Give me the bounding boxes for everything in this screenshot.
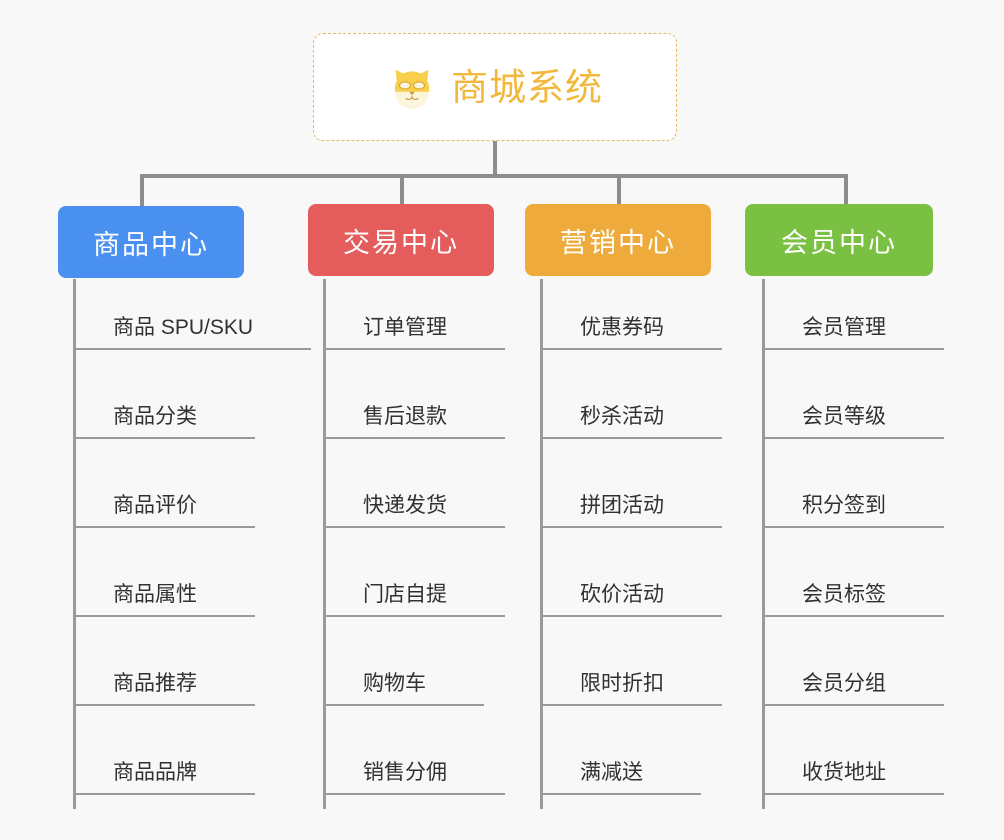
leaf-spine-2 xyxy=(323,279,326,809)
root-node-mall-system[interactable]: 商城系统 xyxy=(313,33,677,141)
category-label-1: 商品中心 xyxy=(93,229,209,260)
leaf-item[interactable]: 销售分佣 xyxy=(323,760,505,796)
leaf-item[interactable]: 限时折扣 xyxy=(540,671,722,707)
leaf-item[interactable]: 会员分组 xyxy=(762,671,944,707)
category-box-3[interactable]: 营销中心 xyxy=(525,204,711,276)
connector-root-stem xyxy=(493,141,497,178)
leaf-item[interactable]: 会员等级 xyxy=(762,404,944,440)
leaf-item[interactable]: 商品分类 xyxy=(73,404,255,440)
category-box-1[interactable]: 商品中心 xyxy=(58,206,244,278)
category-label-4: 会员中心 xyxy=(781,227,897,258)
category-label-2: 交易中心 xyxy=(343,227,459,258)
leaf-spine-4 xyxy=(762,279,765,809)
leaf-item[interactable]: 商品品牌 xyxy=(73,760,255,796)
leaf-spine-3 xyxy=(540,279,543,809)
root-node-title: 商城系统 xyxy=(451,66,603,108)
leaf-item[interactable]: 商品评价 xyxy=(73,493,255,529)
leaf-spine-1 xyxy=(73,279,76,809)
leaf-item[interactable]: 购物车 xyxy=(323,671,484,707)
connector-drop-2 xyxy=(400,174,404,206)
leaf-item[interactable]: 会员标签 xyxy=(762,582,944,618)
category-label-3: 营销中心 xyxy=(560,227,676,258)
leaf-item[interactable]: 订单管理 xyxy=(323,315,505,351)
leaf-item[interactable]: 商品属性 xyxy=(73,582,255,618)
leaf-item[interactable]: 商品推荐 xyxy=(73,671,255,707)
leaf-item[interactable]: 门店自提 xyxy=(323,582,505,618)
connector-drop-4 xyxy=(844,174,848,206)
leaf-item[interactable]: 收货地址 xyxy=(762,760,944,796)
connector-drop-1 xyxy=(140,174,144,206)
leaf-item[interactable]: 会员管理 xyxy=(762,315,944,351)
shiba-dog-face-icon xyxy=(387,62,437,112)
leaf-item[interactable]: 优惠券码 xyxy=(540,315,722,351)
leaf-item[interactable]: 秒杀活动 xyxy=(540,404,722,440)
leaf-item[interactable]: 满减送 xyxy=(540,760,701,796)
leaf-item[interactable]: 售后退款 xyxy=(323,404,505,440)
leaf-item[interactable]: 积分签到 xyxy=(762,493,944,529)
leaf-item[interactable]: 快递发货 xyxy=(323,493,505,529)
leaf-item[interactable]: 砍价活动 xyxy=(540,582,722,618)
leaf-item[interactable]: 商品 SPU/SKU xyxy=(73,315,312,351)
category-box-2[interactable]: 交易中心 xyxy=(308,204,494,276)
connector-horizontal-bus xyxy=(140,174,848,178)
leaf-item[interactable]: 拼团活动 xyxy=(540,493,722,529)
category-box-4[interactable]: 会员中心 xyxy=(745,204,933,276)
connector-drop-3 xyxy=(617,174,621,206)
